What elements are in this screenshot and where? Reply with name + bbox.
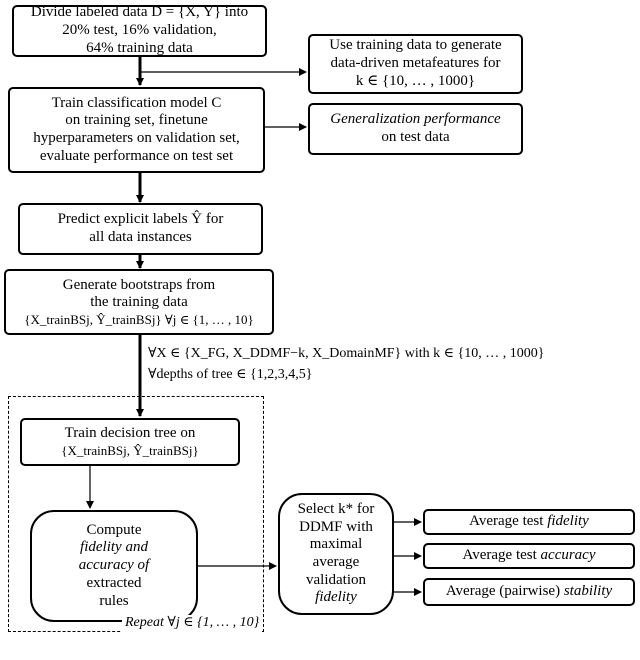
select-line-3: maximal xyxy=(309,536,363,553)
split-data-box: Divide labeled data D = {X, Y} into 20% … xyxy=(12,4,267,57)
output-fidelity-prefix: Average test xyxy=(469,513,548,530)
select-line-1: Select k* for xyxy=(297,500,375,517)
predict-labels-box: Predict explicit labels Ŷ for all data i… xyxy=(18,203,263,255)
train-model-line-4: evaluate performance on test set xyxy=(39,147,234,164)
output-accuracy-box: Average test accuracy xyxy=(423,543,635,569)
bootstrap-line-3: {X_trainBSj, Ŷ_trainBSj} ∀j ∈ {1, … , 10… xyxy=(24,312,254,328)
output-accuracy-label: Average test accuracy xyxy=(463,547,596,565)
train-tree-box: Train decision tree on {X_trainBSj, Ŷ_tr… xyxy=(20,418,240,466)
train-model-line-1: Train classification model C xyxy=(51,94,222,111)
repeat-text: Repeat ∀j ∈ {1, … , 10} xyxy=(125,615,260,630)
compute-line-2: fidelity and xyxy=(80,539,148,557)
bootstrap-box: Generate bootstraps from the training da… xyxy=(4,269,274,335)
compute-line-1: Compute xyxy=(86,521,142,538)
output-stability-box: Average (pairwise) stability xyxy=(423,578,635,606)
compute-line-4: extracted xyxy=(86,574,142,591)
predict-line-2: all data instances xyxy=(89,229,192,245)
output-stability-term: stability xyxy=(563,583,613,600)
output-accuracy-term: accuracy xyxy=(540,547,596,564)
select-line-5: validation xyxy=(306,571,366,588)
predict-line-1: Predict explicit labels Ŷ for xyxy=(57,211,224,228)
train-model-line-3: hyperparameters on validation set, xyxy=(33,130,240,146)
select-line-4: average xyxy=(312,554,360,570)
generalization-line-2: on test data xyxy=(381,129,450,145)
compute-accuracy-term: accuracy of xyxy=(78,557,150,574)
generalization-line-1: Generalization performance xyxy=(330,111,501,128)
bootstrap-line-2: the training data xyxy=(90,294,188,311)
train-model-box: Train classification model C on training… xyxy=(8,87,265,173)
loop-conditions: ∀X ∈ {X_FG, X_DDMF−k, X_DomainMF} with k… xyxy=(148,346,544,384)
select-line-6: fidelity xyxy=(315,589,357,606)
train-tree-line-2: {X_trainBSj, Ŷ_trainBSj} xyxy=(61,443,199,459)
compute-line-5: rules xyxy=(99,592,129,609)
generalization-box: Generalization performance on test data xyxy=(308,103,523,155)
loop-condition-features: ∀X ∈ {X_FG, X_DDMF−k, X_DomainMF} with k… xyxy=(148,346,545,361)
output-stability-label: Average (pairwise) stability xyxy=(446,583,612,601)
train-model-line-2: on training set, finetune xyxy=(65,112,208,129)
loop-condition-depths: ∀depths of tree ∈ {1,2,3,4,5} xyxy=(148,366,313,382)
split-line-2: 20% test, 16% validation, xyxy=(62,22,217,39)
split-line-1: Divide labeled data D = {X, Y} into xyxy=(30,4,249,21)
output-fidelity-box: Average test fidelity xyxy=(423,509,635,535)
output-fidelity-label: Average test fidelity xyxy=(469,513,589,531)
metafeatures-box: Use training data to generate data-drive… xyxy=(308,34,523,94)
bootstrap-line-1: Generate bootstraps from xyxy=(62,276,216,293)
split-line-3: 64% training data xyxy=(86,39,193,56)
metafeatures-line-1: Use training data to generate xyxy=(329,37,502,54)
metafeatures-line-2: data-driven metafeatures for xyxy=(330,55,501,72)
output-accuracy-prefix: Average test xyxy=(462,547,541,564)
train-tree-line-1: Train decision tree on xyxy=(64,425,196,442)
output-stability-prefix: Average (pairwise) xyxy=(445,583,564,600)
compute-fidelity-term: fidelity and xyxy=(80,539,148,556)
compute-line-3: accuracy of xyxy=(79,557,149,575)
output-fidelity-term: fidelity xyxy=(547,513,589,530)
select-line-2: DDMF with xyxy=(299,518,373,535)
select-k-box: Select k* for DDMF with maximal average … xyxy=(278,493,394,615)
compute-box: Compute fidelity and accuracy of extract… xyxy=(30,510,198,622)
repeat-label: Repeat ∀j ∈ {1, … , 10} xyxy=(122,615,263,632)
metafeatures-line-3: k ∈ {10, … , 1000} xyxy=(355,72,476,89)
